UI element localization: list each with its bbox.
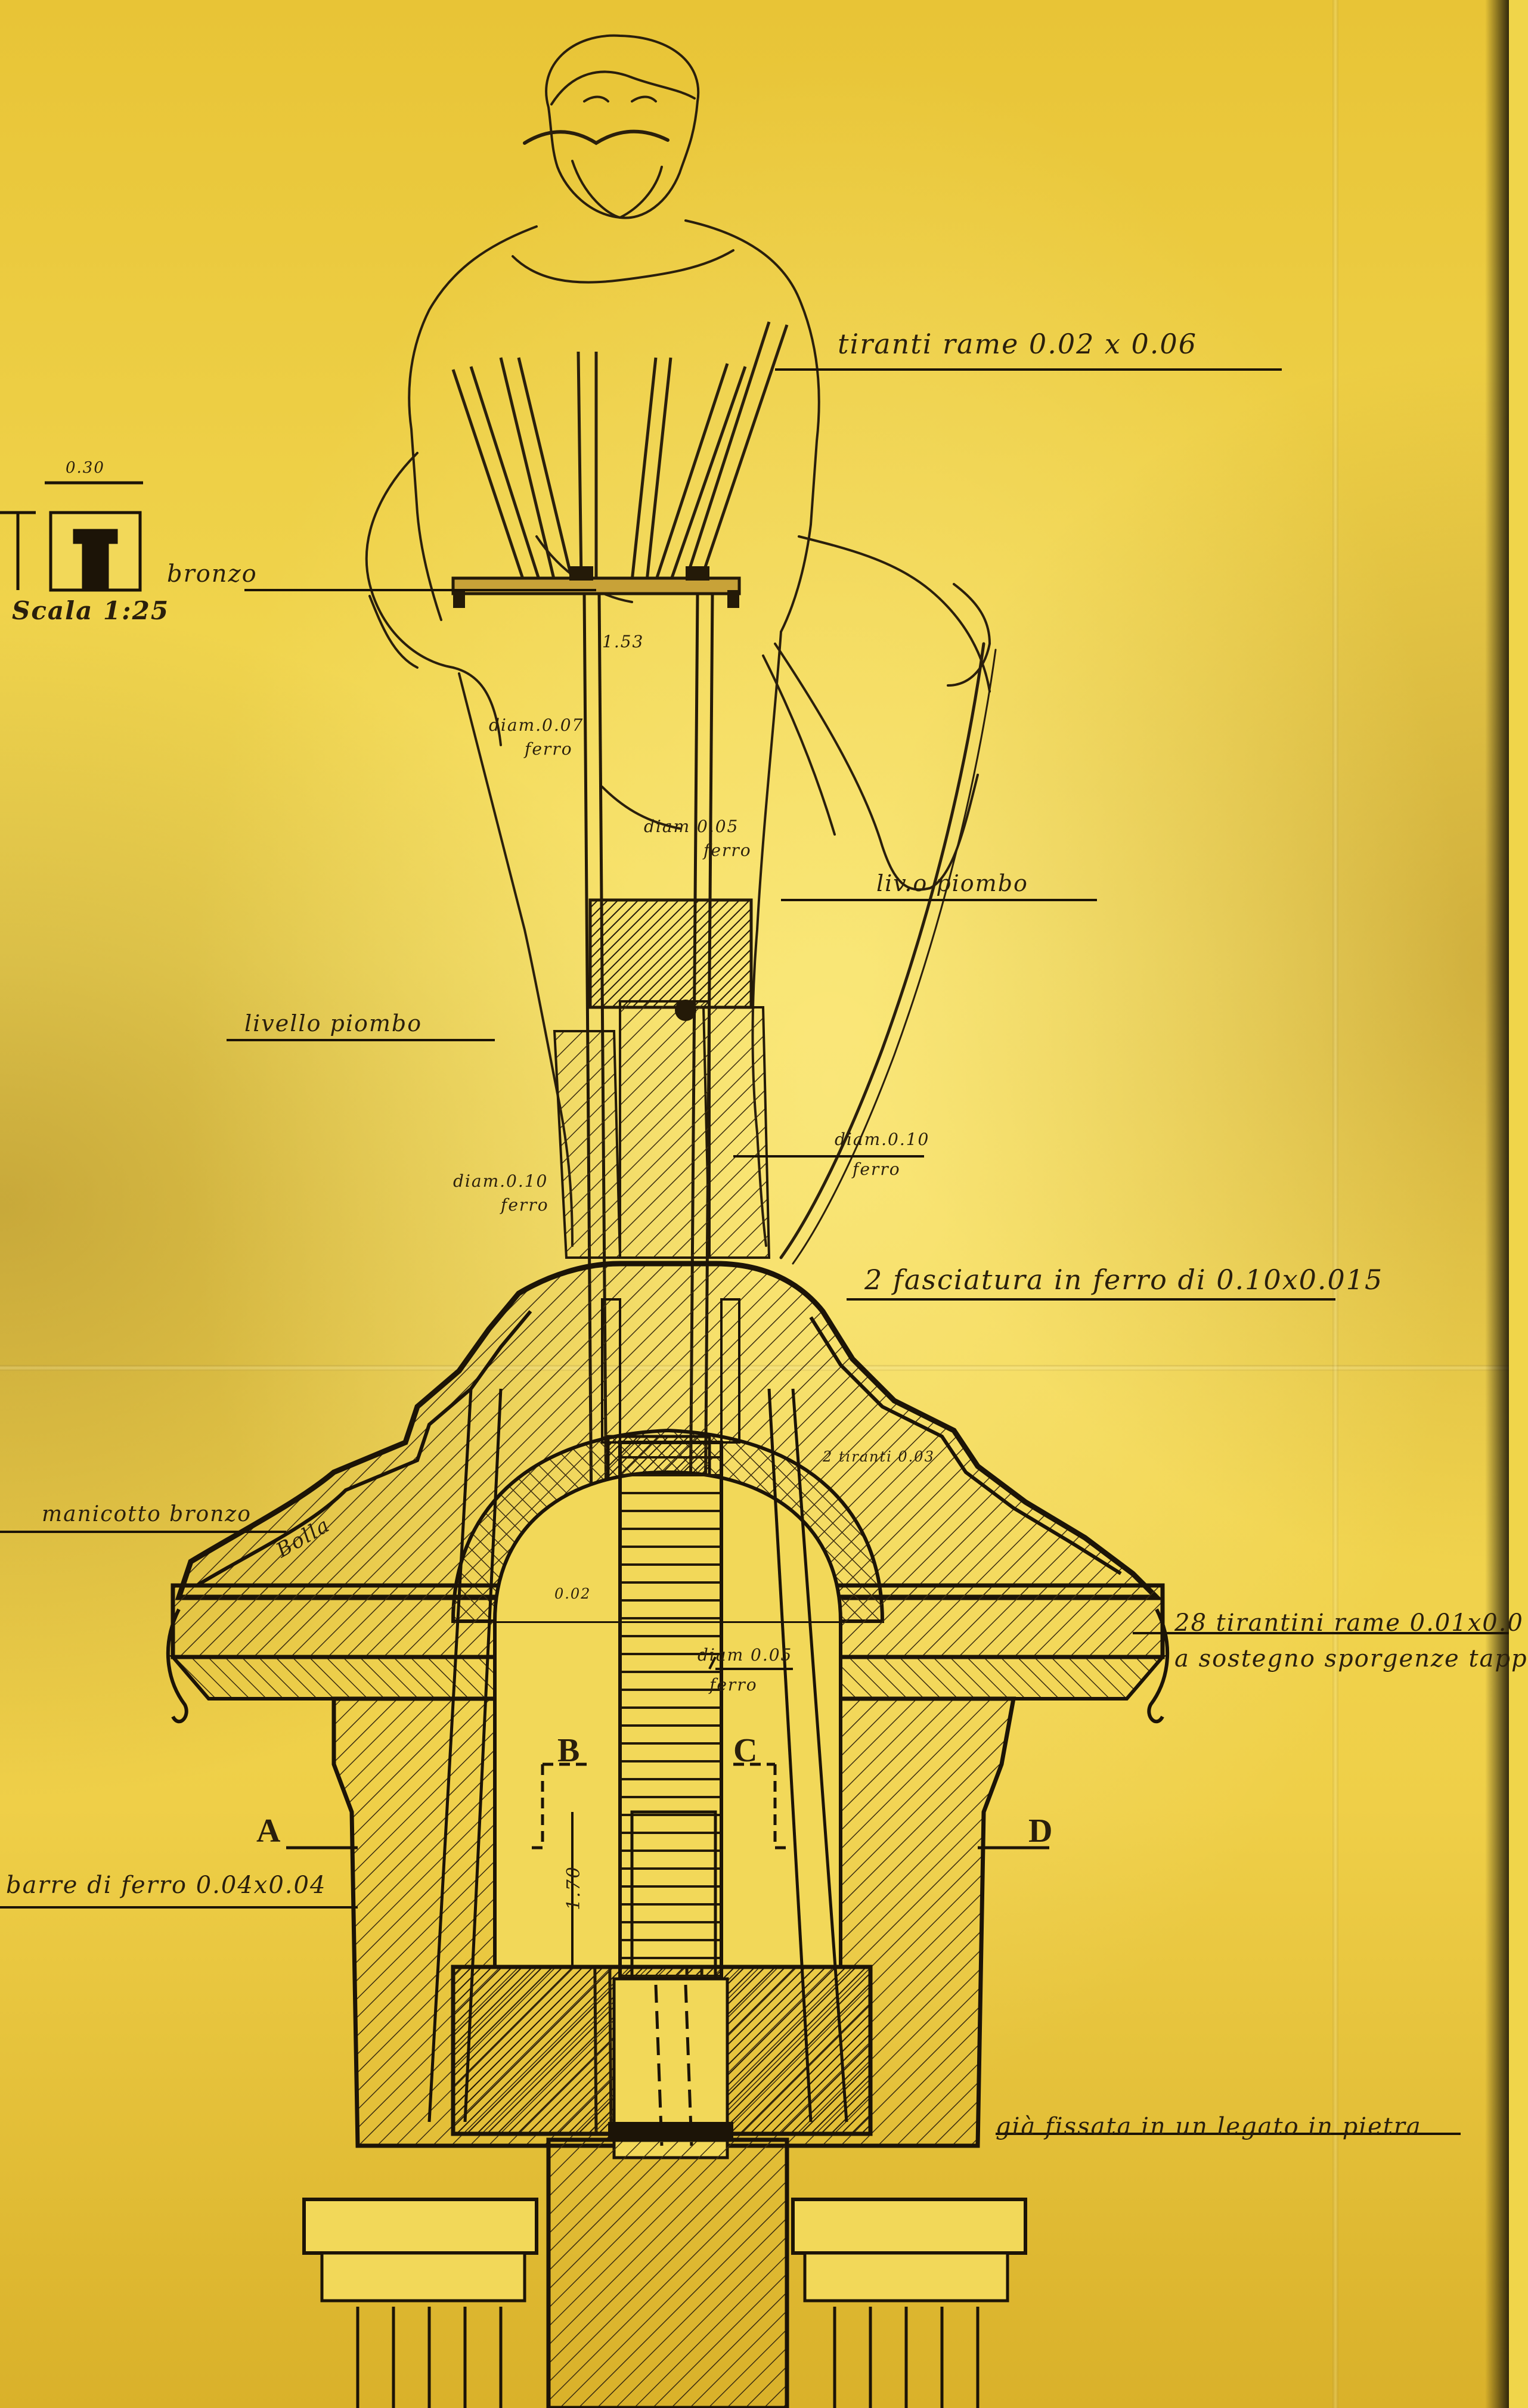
note-diam-010: diam.0.10: [453, 1171, 548, 1191]
statue-figure: [365, 34, 997, 1265]
statue-leg-left: [458, 672, 574, 1247]
note-diam-005: diam 0.05: [698, 1645, 793, 1665]
column-base: [302, 2137, 1027, 2408]
note-diam-007: diam.0.07: [489, 715, 584, 735]
statue-staff: [792, 648, 997, 1265]
copper-tie-rods: [451, 321, 789, 585]
section-letter-b: B: [557, 1732, 580, 1769]
statue-staff: [779, 642, 985, 1259]
note-scale: Scala 1:25: [12, 596, 170, 625]
statue-head: [545, 34, 700, 219]
note-tiranti-small: 2 tiranti 0.03: [823, 1448, 935, 1465]
note-tiranti-rame: tiranti rame 0.02 x 0.06: [838, 328, 1197, 360]
statue-drape: [601, 786, 681, 830]
statue-arm-left: [365, 452, 502, 746]
note-bronzo: bronzo: [167, 560, 258, 588]
scale-detail: [0, 481, 143, 592]
statue-moustache: [523, 129, 670, 145]
note-manicotto: manicotto bronzo: [42, 1502, 252, 1526]
note-ferro: ferro: [703, 840, 752, 860]
note-ferro: ferro: [525, 739, 573, 759]
statue-beard: [571, 160, 663, 219]
statue-torso: [684, 219, 820, 633]
note-diam-010: diam.0.10: [835, 1129, 930, 1149]
note-fasciatura: 2 fasciatura in ferro di 0.10x0.015: [864, 1264, 1384, 1296]
section-letter-a: A: [256, 1813, 281, 1850]
note-barre: barre di ferro 0.04x0.04: [6, 1872, 327, 1899]
note-ferro: ferro: [709, 1675, 758, 1695]
note-dim-030: 0.30: [66, 459, 105, 477]
note-fissata: già fissata in un legato in pietra: [996, 2113, 1422, 2140]
lead-fill: [553, 898, 771, 1259]
note-ferro: ferro: [853, 1159, 901, 1179]
statue-chest: [512, 249, 734, 284]
statue-torso: [408, 225, 538, 621]
note-livello-piombo: liv.o piombo: [876, 870, 1028, 896]
section-letter-c: C: [733, 1732, 758, 1769]
paper-fold: [1332, 0, 1338, 2408]
statue-hand-left: [368, 595, 419, 669]
note-tirantini: 28 tirantini rame 0.01x0.0: [1174, 1609, 1524, 1637]
statue-hand-right: [947, 583, 991, 687]
note-dim-170: 1.70: [563, 1866, 584, 1910]
statue-drape: [762, 654, 836, 836]
statue-hair: [550, 70, 696, 105]
sheet-edge-shadow: [1485, 0, 1509, 2408]
note-tirantini: a sostegno sporgenze tapp: [1174, 1645, 1528, 1672]
pedestal-body: [286, 1388, 1049, 2159]
note-dim-153: 1.53: [602, 632, 644, 651]
note-livello-piombo: livello piombo: [244, 1010, 423, 1037]
leader-lines: [0, 368, 1509, 2135]
statue-eye: [583, 95, 609, 103]
note-diam-005: diam 0.05: [644, 817, 739, 836]
section-letter-d: D: [1028, 1813, 1053, 1850]
statue-eye: [631, 95, 657, 103]
statue-cloak: [774, 643, 979, 891]
note-ferro: ferro: [501, 1195, 549, 1215]
statue-arm-right: [798, 535, 991, 693]
note-dim-002: 0.02: [554, 1585, 591, 1602]
